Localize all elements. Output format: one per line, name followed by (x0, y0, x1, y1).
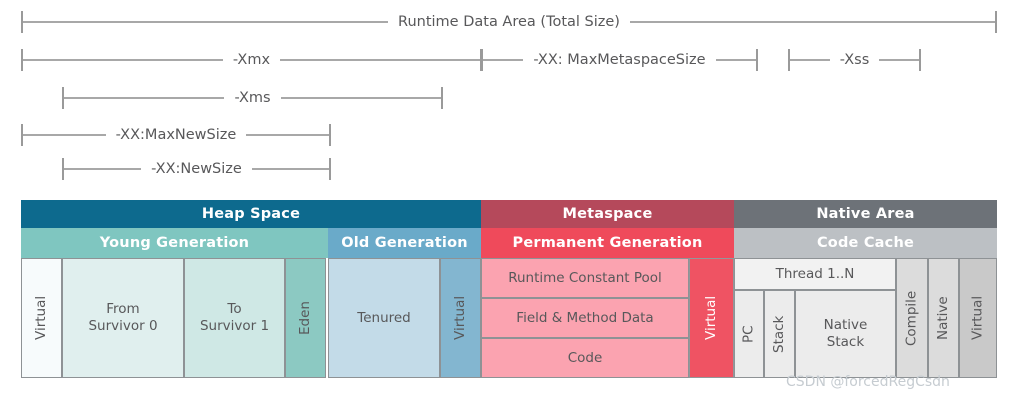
cell-thread-1-n: Thread 1..N (734, 258, 896, 290)
ruler-label: -XX:MaxNewSize (105, 128, 247, 143)
permanent-generation-header: Permanent Generation (481, 228, 734, 258)
cell-metaspace-virtual: Virtual (689, 258, 734, 378)
cell-stack: Stack (764, 290, 795, 378)
cell-runtime-constant-pool: Runtime Constant Pool (481, 258, 689, 298)
ruler-label: Runtime Data Area (Total Size) (388, 15, 630, 30)
native-area-columns: Thread 1..N PC Stack Native Stack Compil… (734, 258, 997, 378)
subregion-young-generation: Young Generation Virtual From Survivor 0… (21, 228, 328, 378)
cell-eden: Eden (285, 258, 326, 378)
cell-pc: PC (734, 290, 764, 378)
cell-field-and-method-data: Field & Method Data (481, 298, 689, 338)
ruler-label: -XX:NewSize (141, 162, 252, 177)
region-metaspace: Metaspace Permanent Generation Runtime C… (481, 200, 734, 378)
subregion-old-generation: Old Generation Tenured Virtual (328, 228, 481, 378)
metaspace-header: Metaspace (481, 200, 734, 228)
young-generation-header: Young Generation (21, 228, 328, 258)
ruler-cap-left (62, 87, 64, 109)
ruler-cap-right (329, 158, 331, 180)
cell-young-virtual: Virtual (21, 258, 62, 378)
cell-native: Native (928, 258, 959, 378)
ruler-label: -XX: MaxMetaspaceSize (523, 53, 716, 68)
heap-space-header: Heap Space (21, 200, 481, 228)
ruler-cap-left (21, 49, 23, 71)
ruler-cap-right (995, 11, 997, 33)
ruler-cap-right (441, 87, 443, 109)
cell-code: Code (481, 338, 689, 378)
region-heap-space: Heap Space Young Generation Virtual From… (21, 200, 481, 378)
ruler-label: -Xmx (222, 53, 281, 68)
young-generation-columns: Virtual From Survivor 0 To Survivor 1 Ed… (21, 258, 328, 378)
metaspace-columns: Runtime Constant Pool Field & Method Dat… (481, 258, 734, 378)
cell-native-virtual: Virtual (959, 258, 997, 378)
ruler-runtime-data-area: Runtime Data Area (Total Size) (21, 8, 997, 36)
cell-tenured: Tenured (328, 258, 440, 378)
ruler-xmx: -Xmx (21, 46, 482, 74)
measurement-rulers: Runtime Data Area (Total Size) -Xmx -XX:… (0, 0, 1016, 196)
ruler-cap-left (21, 124, 23, 146)
old-generation-columns: Tenured Virtual (328, 258, 481, 378)
jvm-memory-map: Heap Space Young Generation Virtual From… (21, 200, 997, 378)
ruler-cap-left (481, 49, 483, 71)
cell-native-stack: Native Stack (795, 290, 896, 378)
ruler-cap-left (62, 158, 64, 180)
cell-from-survivor-0: From Survivor 0 (62, 258, 184, 378)
permanent-generation-stack: Runtime Constant Pool Field & Method Dat… (481, 258, 689, 378)
region-native-area: Native Area Code Cache Thread 1..N PC St… (734, 200, 997, 378)
ruler-xms: -Xms (62, 84, 443, 112)
ruler-cap-right (329, 124, 331, 146)
ruler-cap-right (919, 49, 921, 71)
old-generation-header: Old Generation (328, 228, 481, 258)
ruler-max-new-size: -XX:MaxNewSize (21, 121, 331, 149)
thread-group: Thread 1..N PC Stack Native Stack (734, 258, 896, 378)
cell-compile: Compile (896, 258, 928, 378)
ruler-label: -Xms (224, 91, 281, 106)
ruler-new-size: -XX:NewSize (62, 155, 331, 183)
native-area-header: Native Area (734, 200, 997, 228)
cell-to-survivor-1: To Survivor 1 (184, 258, 285, 378)
ruler-cap-left (21, 11, 23, 33)
cell-old-virtual: Virtual (440, 258, 481, 378)
ruler-label: -Xss (829, 53, 880, 68)
ruler-xss: -Xss (788, 46, 921, 74)
ruler-max-metaspace-size: -XX: MaxMetaspaceSize (481, 46, 758, 74)
ruler-cap-left (788, 49, 790, 71)
code-cache-header: Code Cache (734, 228, 997, 258)
ruler-cap-right (756, 49, 758, 71)
